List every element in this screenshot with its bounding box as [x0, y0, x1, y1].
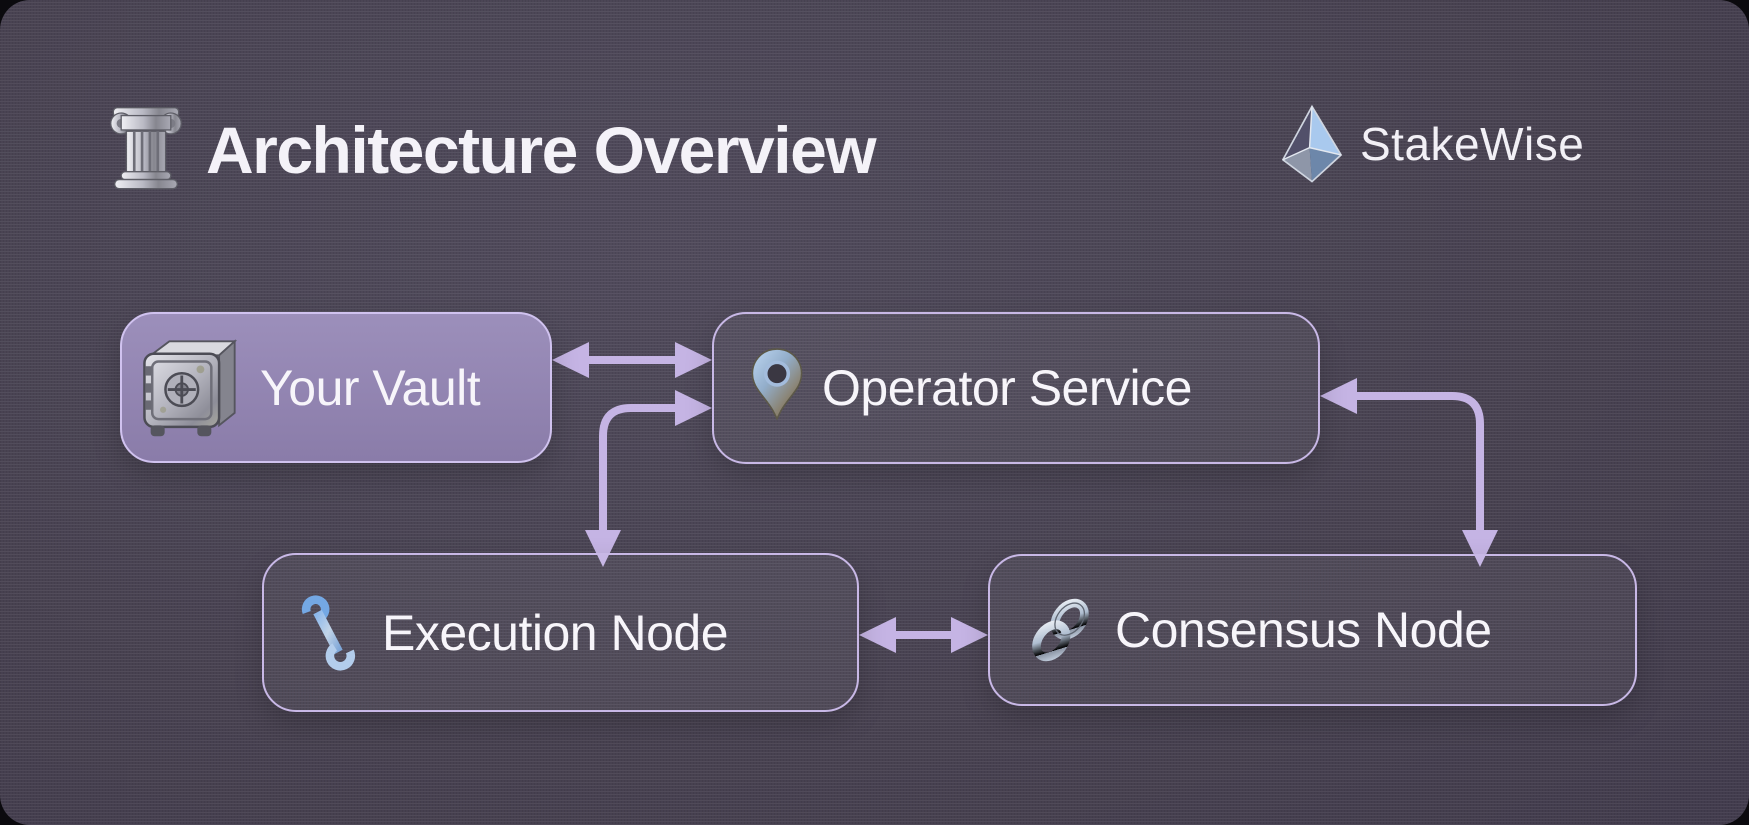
- node-operator-service: Operator Service: [712, 312, 1320, 464]
- node-label: Your Vault: [260, 359, 481, 416]
- node-label: Execution Node: [382, 604, 729, 661]
- arrowhead-left-into-execution: [859, 617, 896, 653]
- classical-column-icon: [110, 107, 182, 190]
- node-label: Operator Service: [822, 360, 1192, 416]
- arrowhead-right-into-operator-1: [675, 342, 712, 378]
- node-your-vault: Your Vault: [120, 312, 552, 463]
- stakewise-pyramid-logo: [1281, 104, 1343, 183]
- page-title: Architecture Overview: [206, 113, 877, 187]
- arrowhead-right-into-consensus: [951, 617, 988, 653]
- node-label: Consensus Node: [1115, 602, 1492, 658]
- location-pin-icon: [751, 348, 803, 421]
- chain-link-icon: [1032, 598, 1089, 662]
- arrowhead-right-into-operator-2: [675, 390, 712, 426]
- arrowhead-left-into-vault: [552, 342, 589, 378]
- brand-stakewise: StakeWise: [1278, 104, 1584, 184]
- node-consensus-node: Consensus Node: [988, 554, 1637, 706]
- wrench-icon: [301, 594, 356, 671]
- arrowhead-left-into-operator: [1320, 378, 1357, 414]
- brand-name: StakeWise: [1360, 118, 1585, 170]
- edge-operator-execution: [599, 404, 678, 531]
- node-execution-node: Execution Node: [262, 553, 859, 712]
- safe-vault-icon: [143, 338, 238, 436]
- edge-operator-consensus: [1354, 392, 1484, 531]
